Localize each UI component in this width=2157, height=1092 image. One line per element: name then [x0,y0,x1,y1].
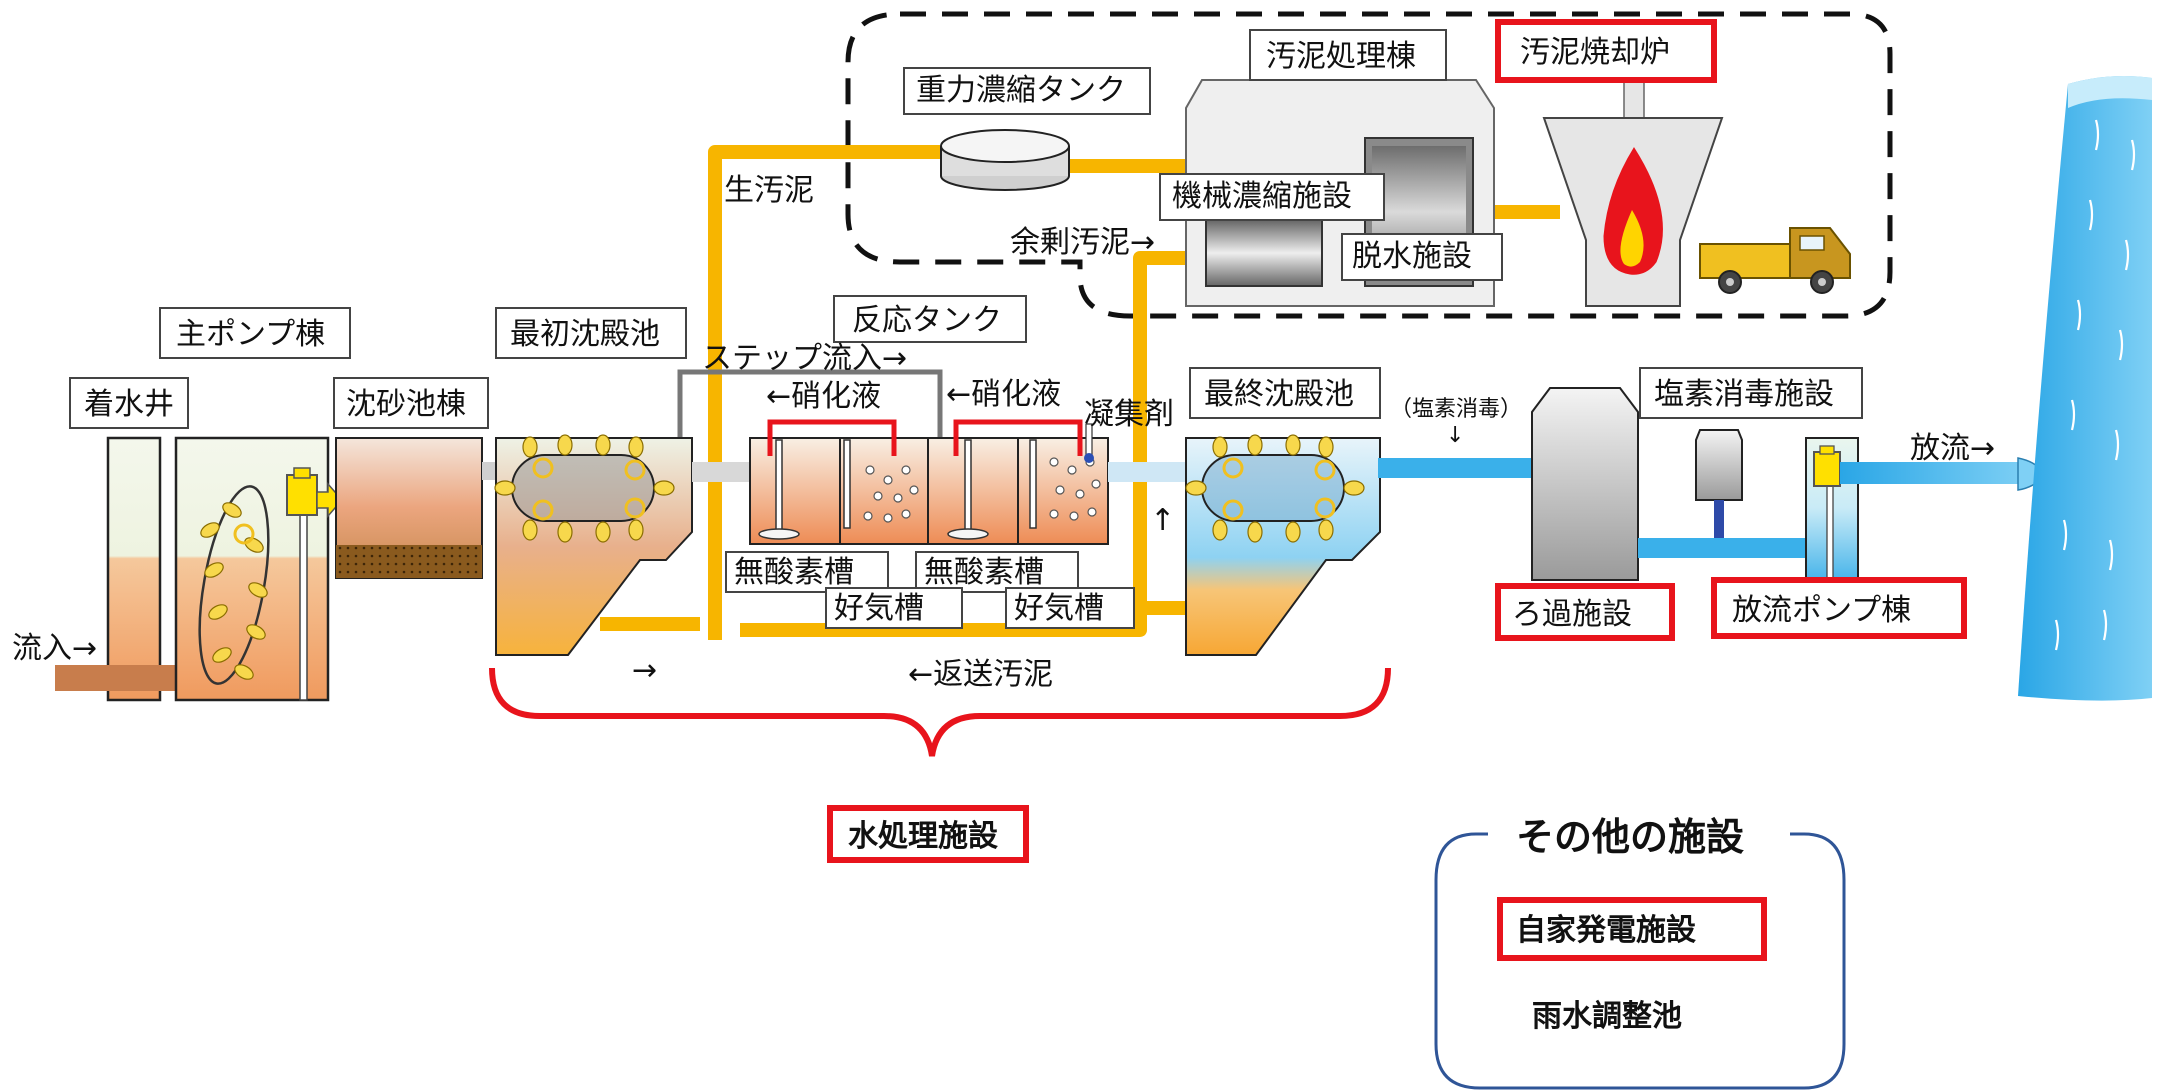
sludge-truck-icon [1699,227,1851,294]
primary-scraper-paddles [494,434,675,543]
pipe-reactor-to-final [1108,462,1188,482]
anoxic-mixer-1 [758,439,800,540]
discharge-pump-motor [1813,451,1841,487]
aerobic-tank-label-2: 好気槽 [1014,591,1104,626]
label-boxes [69,29,1863,629]
river-ripples [2054,119,2136,651]
pump-shaft [299,499,308,701]
water-treatment-label: 水処理施設 [848,819,998,854]
other-facilities-box [1434,832,1846,1090]
gravity-thickener-top [940,129,1070,163]
nitrified-recycle-2 [953,419,1083,456]
filtration-label: ろ過施設 [1512,597,1632,632]
flow-arrow-right: → [632,653,657,688]
anoxic-tank-label-2: 無酸素槽 [924,555,1044,590]
receiving-well-label: 着水井 [84,387,174,422]
coagulant-dot [1084,453,1094,463]
coagulant-label: 凝集剤 [1084,397,1174,432]
private-power-label: 自家発電施設 [1516,913,1696,948]
final-sprockets [1222,457,1336,521]
other-facilities-title: その他の施設 [1516,815,1744,859]
mechanical-thickener-unit [1205,219,1323,287]
inflow-pipe [55,665,175,691]
step-inflow-line [677,369,943,440]
river [2018,76,2152,701]
raw-sludge-label: 生汚泥 [724,173,814,208]
excess-sludge-label: 余剰汚泥→ [1010,225,1155,260]
treated-water-pipe [1378,458,1538,478]
water-treatment-brace [489,667,1391,757]
return-sludge-label: ←返送汚泥 [908,657,1053,692]
incinerator-label: 汚泥焼却炉 [1520,35,1670,70]
pipe-primary-to-reactor [692,462,752,482]
filtration-building [1531,387,1639,581]
nitrified-liquor-label-1: ←硝化液 [766,379,881,414]
primary-tank-label: 最初沈殿池 [510,317,660,352]
main-pump-label: 主ポンプ棟 [176,317,325,352]
red-highlight-boxes [827,19,1967,961]
chlorination-note: （塩素消毒） [1390,397,1522,422]
rainwater-storage-label: 雨水調整池 [1532,999,1682,1034]
nitrified-recycle-1 [767,419,897,456]
flow-arrow-up: ↑ [1150,503,1175,538]
aerobic-tank-label-1: 好気槽 [834,591,924,626]
chlorination-arrow: ↓ [1446,423,1464,448]
step-inflow-label: ステップ流入→ [702,341,907,376]
pump-motor-cap [293,467,311,479]
anoxic-mixer-2 [947,439,989,540]
chlorine-feed-pipe [1714,500,1724,538]
final-tank-label: 最終沈殿池 [1204,377,1354,412]
chlorination-facility-label: 塩素消毒施設 [1654,377,1834,412]
discharge-label: 放流→ [1910,431,1995,466]
discharge-pipe [1840,462,2030,484]
grit-sediment [336,545,482,578]
chlorine-dosing-unit [1695,429,1743,501]
grit-chamber-label: 沈砂池棟 [346,387,466,422]
discharge-pump-label: 放流ポンプ棟 [1732,593,1911,628]
sludge-building-label: 汚泥処理棟 [1266,39,1416,74]
reaction-tank-label: 反応タンク [852,303,1002,338]
anoxic-tank-label-1: 無酸素槽 [734,555,854,590]
fire-icon [1603,147,1663,275]
final-settling-tank [1185,437,1381,656]
pipe-filter-to-chlorine [1638,538,1808,558]
primary-sprockets [532,457,646,521]
screw-blades [200,502,268,680]
pump-motor [286,474,318,516]
mechanical-thickening-label: 機械濃縮施設 [1172,179,1352,214]
gravity-thickener-label: 重力濃縮タンク [916,73,1126,108]
receiving-well [106,436,162,702]
nitrified-liquor-label-2: ←硝化液 [946,377,1061,412]
inflow-label: 流入→ [12,631,97,666]
sludge-area-dashed-frame [845,11,1893,319]
dewatering-label: 脱水施設 [1352,239,1472,274]
final-scraper-paddles [1185,434,1365,543]
